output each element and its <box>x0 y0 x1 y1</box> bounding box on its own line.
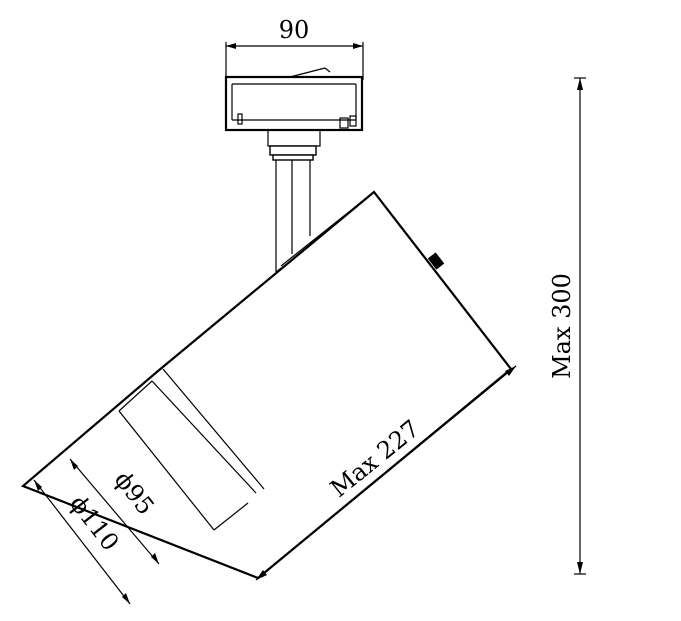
switch-knob <box>427 252 445 270</box>
max-height-dimension: Max 300 <box>548 77 586 575</box>
max-length-label: Max 227 <box>325 415 425 503</box>
mounting-stem <box>269 145 317 273</box>
max-length-dimension: Max 227 <box>255 365 517 581</box>
lamp-head <box>20 190 513 580</box>
track-width-label: 90 <box>279 16 310 44</box>
track-adapter <box>224 67 364 147</box>
inner-diameter-label: ϕ95 <box>109 466 160 520</box>
track-width-dimension: 90 <box>225 16 364 80</box>
outer-diameter-dimension: ϕ110 <box>33 479 131 605</box>
max-height-label: Max 300 <box>548 273 576 379</box>
